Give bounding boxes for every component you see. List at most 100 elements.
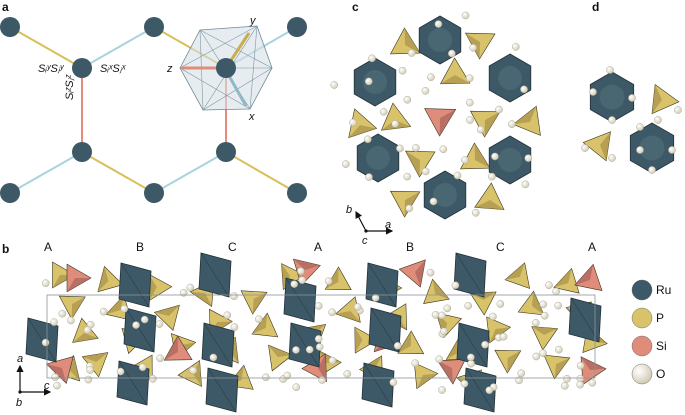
ru-atom [0,17,20,37]
p-tetrahedron-face [474,200,504,210]
ru-edge [455,252,485,298]
axis-y-label: y [249,15,257,27]
o-atom [368,54,376,63]
legend-swatch-si [631,335,653,357]
crystal-structure-b [25,252,608,413]
o-atom [155,320,164,328]
ru-edge [118,360,148,406]
o-atom [403,95,412,104]
o-atom [389,378,398,387]
o-atom [262,373,270,382]
o-atom [654,116,662,124]
stacking-label-A: A [314,240,322,254]
o-atom [467,353,475,362]
o-atom [532,352,541,361]
c-axis-c-label: c [362,235,368,247]
stacking-label-B: B [136,240,144,254]
p-tetrahedron-face [405,151,420,177]
legend-label-o: O [656,367,665,381]
o-atom [588,378,597,387]
ru-edge [367,262,397,308]
o-atom [440,327,448,336]
x-axis-arrow [226,73,248,107]
b-axis-a-label: a [17,353,23,365]
ru-atoms [0,17,307,203]
bond-y [9,26,83,69]
o-atom [407,49,416,57]
stacking-label-C: C [496,240,505,254]
o-atom [554,301,562,310]
ru-edge [363,362,393,408]
ru-atom [639,135,665,161]
o-atom [343,370,352,378]
o-atom [476,125,485,134]
o-atom [491,152,499,161]
si-tetrahedron-face [439,109,456,136]
o-atom [545,281,553,289]
legend-swatch-p [631,307,653,329]
o-atom [453,171,462,180]
o-atom [517,369,526,378]
stacking-label-A: A [44,240,52,254]
o-atom [41,279,50,287]
o-atom [298,276,306,284]
bond-y [225,151,298,194]
p-tetrahedron-face [106,295,124,315]
p-tetrahedron-face [432,279,450,300]
p-tetrahedron [354,326,379,354]
panel-b-label: b [2,242,9,256]
ru-atom [144,183,164,203]
ru-atom [216,142,236,162]
o-atom [488,172,496,181]
ru-atom [144,17,164,37]
ru-edge [458,322,488,368]
p-tetrahedron-face [348,125,377,138]
o-atom [466,98,474,107]
o-atom [466,116,474,124]
o-atom [411,359,420,367]
bond-y [81,151,155,194]
ru-edge [200,252,230,298]
o-atom [364,135,372,144]
legend-label-p: P [656,311,664,325]
si-tetrahedron-face [318,353,327,382]
o-atom [464,302,473,310]
axis-z-label: z [166,63,173,75]
p-tetrahedron-face [554,357,570,379]
p-tetrahedron-face [404,28,420,54]
o-atom [116,367,125,376]
o-atom [489,312,497,321]
o-atom [318,376,326,384]
p-tetrahedron-face [505,262,525,280]
o-atom [230,323,239,331]
p-tetrahedron-face [148,274,157,301]
o-atom [581,144,589,152]
ru-edge [27,317,57,363]
o-atom [563,374,571,383]
p-tetrahedron-face [531,326,558,335]
o-atom [297,267,305,276]
o-atom [485,386,494,395]
o-atom [283,371,292,380]
o-atom [499,332,508,341]
o-atom [132,321,140,329]
p-tetrahedron-face [397,331,412,354]
ru-edge [290,322,320,368]
o-atom [189,366,198,375]
o-atom [511,43,520,51]
unit-cell [46,294,596,379]
p-tetrahedron-face [252,313,268,334]
p-tetrahedron-face [268,345,293,357]
o-atom [120,305,129,313]
o-atom [393,342,402,350]
o-atom [608,154,616,162]
p-tetrahedron-face [281,263,290,290]
o-atom [403,172,412,181]
p-tetrahedron-face [507,350,521,373]
stacking-label-C: C [228,240,237,254]
p-tetrahedron-face [252,292,267,314]
o-atom [524,154,533,162]
o-atom [371,294,380,302]
stacking-label-A: A [588,240,596,254]
